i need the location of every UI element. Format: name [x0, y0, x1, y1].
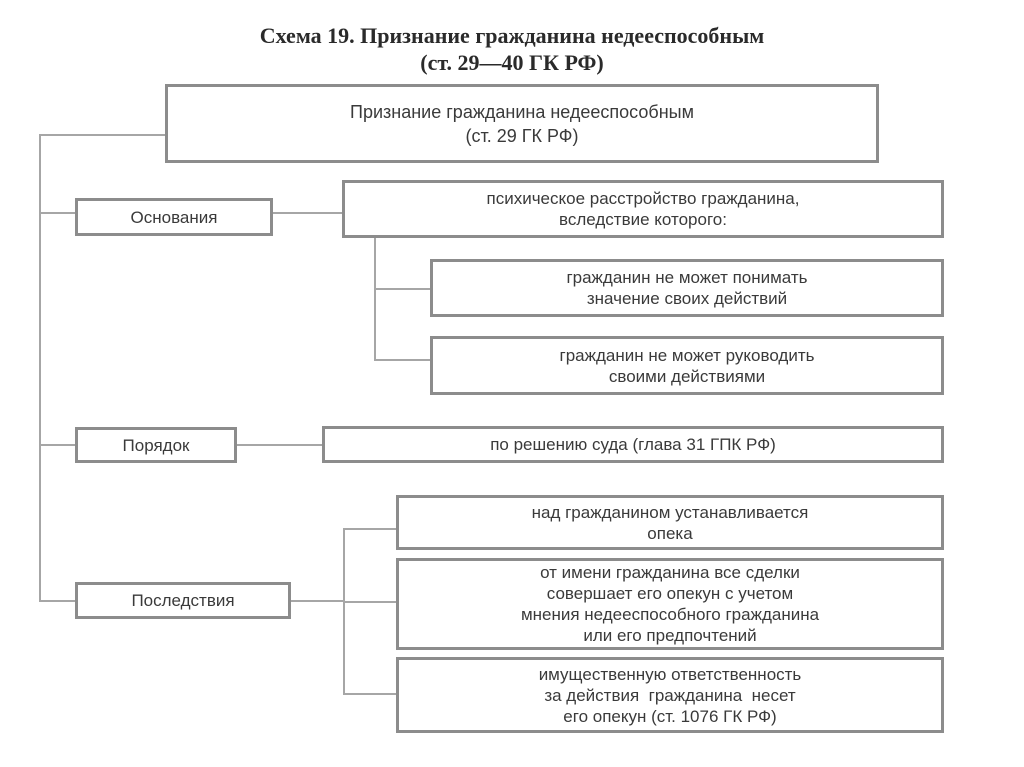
- procedure-to-text-connector: [236, 444, 322, 446]
- consequences-item2-connector: [343, 601, 396, 603]
- grounds-item-2-line2: своими действиями: [608, 366, 766, 386]
- consequences-item3-connector: [343, 693, 396, 695]
- grounds-item-2-line1: гражданин не может руководить: [559, 345, 815, 365]
- diagram-subtitle: (ст. 29—40 ГК РФ): [420, 50, 604, 75]
- grounds-item-1-line1: гражданин не может понимать: [566, 268, 808, 287]
- grounds-label: Основания: [130, 207, 218, 227]
- grounds-label-box: Основания: [75, 198, 273, 236]
- procedure-text-box: по решению суда (глава 31 ГПК РФ): [322, 426, 944, 463]
- procedure-label: Порядок: [122, 435, 190, 455]
- grounds-main-line1: психическое расстройство гражданина,: [486, 189, 800, 208]
- consequences-label: Последствия: [131, 591, 235, 610]
- root-box-line2: (ст. 29 ГК РФ): [465, 125, 579, 146]
- root-box-line1: Признание гражданина недееспособным: [350, 101, 694, 122]
- consequences-item-box-2: от имени гражданина все сделки совершает…: [396, 558, 944, 650]
- grounds-connector: [39, 212, 75, 214]
- consequences-item-box-3: имущественную ответственность за действи…: [396, 657, 944, 733]
- consequences-item-1-line1: над гражданином устанавливается: [531, 502, 809, 522]
- consequences-item-1-line2: опека: [647, 523, 693, 543]
- grounds-main-line2: вследствие которого:: [559, 210, 727, 229]
- consequences-connector: [39, 600, 75, 602]
- grounds-item1-connector: [374, 288, 430, 290]
- procedure-connector: [39, 444, 75, 446]
- procedure-label-box: Порядок: [75, 427, 237, 463]
- root-connector: [39, 134, 165, 136]
- consequences-item-3-line2: за действия гражданина несет: [544, 685, 796, 705]
- consequences-item-2-line1: от имени гражданина все сделки: [540, 563, 800, 582]
- diagram-title: Схема 19. Признание гражданина недееспос…: [259, 23, 765, 48]
- grounds-sub-trunk: [374, 236, 376, 360]
- consequences-item-2-line3: мнения недееспособного гражданина: [520, 605, 820, 624]
- consequences-item1-connector: [343, 528, 396, 530]
- grounds-item-1-line2: значение своих действий: [586, 289, 788, 308]
- consequences-sub-trunk: [343, 528, 345, 694]
- consequences-item-box-1: над гражданином устанавливается опека: [396, 495, 944, 550]
- root-box: Признание гражданина недееспособным (ст.…: [165, 84, 879, 163]
- consequences-label-box: Последствия: [75, 582, 291, 619]
- grounds-item2-connector: [374, 359, 430, 361]
- grounds-item-box-1: гражданин не может понимать значение сво…: [430, 259, 944, 317]
- grounds-item-box-2: гражданин не может руководить своими дей…: [430, 336, 944, 395]
- consequences-item-2-line2: совершает его опекун с учетом: [546, 584, 794, 603]
- main-trunk-line: [39, 134, 41, 602]
- procedure-text: по решению суда (глава 31 ГПК РФ): [490, 435, 776, 454]
- grounds-main-box: психическое расстройство гражданина, всл…: [342, 180, 944, 238]
- consequences-item-3-line3: его опекун (ст. 1076 ГК РФ): [563, 706, 777, 726]
- consequences-to-trunk-connector: [290, 600, 344, 602]
- consequences-item-3-line1: имущественную ответственность: [538, 664, 802, 684]
- grounds-to-main-connector: [272, 212, 342, 214]
- consequences-item-2-line4: или его предпочтений: [583, 626, 757, 645]
